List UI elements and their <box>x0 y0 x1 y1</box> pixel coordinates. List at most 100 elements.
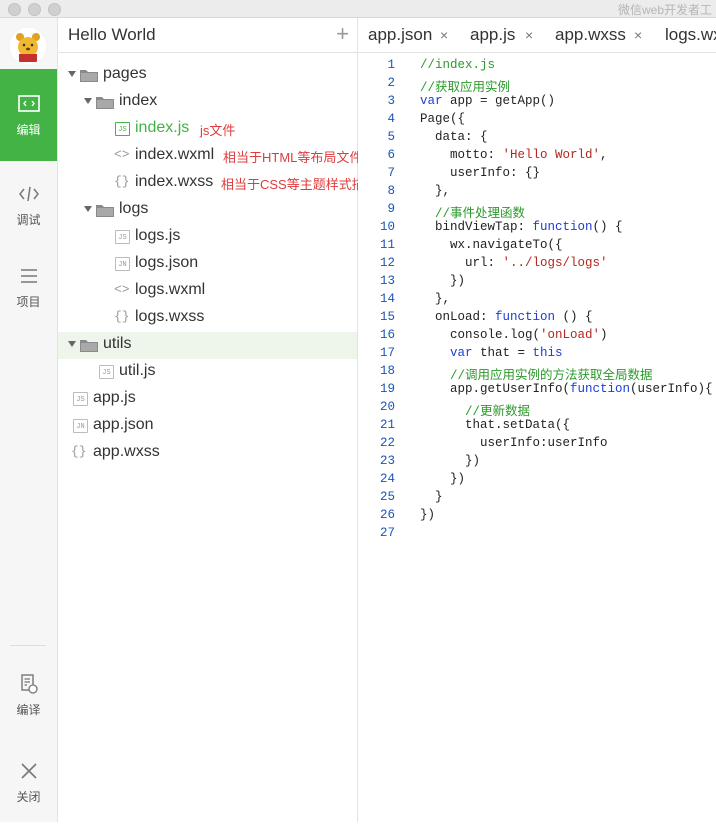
tab-app-js[interactable]: app.js <box>470 25 516 44</box>
code-text: }, <box>420 292 451 306</box>
line-number: 15 <box>379 310 395 324</box>
code-line[interactable]: 17 var that = this <box>358 346 716 364</box>
line-number: 4 <box>387 112 395 126</box>
code-line[interactable]: 20 //更新数据 <box>358 400 716 419</box>
code-line[interactable]: 5 data: { <box>358 130 716 148</box>
line-number: 11 <box>379 238 395 252</box>
tab-app-json[interactable]: app.json <box>368 25 433 44</box>
tab-logs-wxml[interactable]: logs.wx <box>665 25 716 44</box>
code-line[interactable]: 22 userInfo:userInfo <box>358 436 716 454</box>
close-tab-icon[interactable]: × <box>634 27 643 43</box>
tree-item-label: logs.wxml <box>135 281 206 298</box>
code-line[interactable]: 6 motto: 'Hello World', <box>358 148 716 166</box>
code-line[interactable]: 11 wx.navigateTo({ <box>358 238 716 256</box>
json-file-icon: JN <box>115 257 130 271</box>
line-number: 18 <box>379 364 395 378</box>
code-line[interactable]: 16 console.log('onLoad') <box>358 328 716 346</box>
zoom-window-button[interactable] <box>48 3 61 16</box>
tree-file-app-json[interactable]: JN app.json <box>58 413 357 440</box>
close-project-button[interactable]: 关闭 <box>0 738 57 830</box>
tree-file-index-wxss[interactable]: {} index.wxss <box>58 170 357 197</box>
tree-item-label: app.wxss <box>93 443 160 460</box>
code-line[interactable]: 4 Page({ <box>358 112 716 130</box>
code-text: var app = getApp() <box>420 94 556 108</box>
tree-file-app-js[interactable]: JS app.js <box>58 386 357 413</box>
code-line[interactable]: 18 //调用应用实例的方法获取全局数据 <box>358 364 716 383</box>
compile-button[interactable]: 编译 <box>0 655 57 747</box>
chevron-down-icon[interactable] <box>84 206 92 212</box>
code-line[interactable]: 13 }) <box>358 274 716 292</box>
tab-app-wxss[interactable]: app.wxss <box>555 25 626 44</box>
debug-tab-button[interactable]: 调试 <box>0 161 57 253</box>
edit-tab-label: 编辑 <box>16 123 41 137</box>
code-text: Page({ <box>420 112 466 126</box>
tree-file-logs-wxml[interactable]: <> logs.wxml <box>58 278 357 305</box>
tree-file-app-wxss[interactable]: {} app.wxss <box>58 440 357 467</box>
tree-item-label: pages <box>103 65 147 82</box>
menu-lines-icon <box>20 269 37 283</box>
code-line[interactable]: 15 onLoad: function () { <box>358 310 716 328</box>
project-tab-button[interactable]: 项目 <box>0 243 57 335</box>
line-number: 19 <box>379 382 395 396</box>
tree-file-logs-json[interactable]: JN logs.json <box>58 251 357 278</box>
js-file-icon: JS <box>115 122 130 136</box>
tree-file-index-js[interactable]: JS index.js <box>58 116 357 143</box>
code-line[interactable]: 24 }) <box>358 472 716 490</box>
edit-tab-button[interactable]: 编辑 <box>0 69 57 161</box>
code-line[interactable]: 19 app.getUserInfo(function(userInfo){ <box>358 382 716 400</box>
line-number: 14 <box>379 292 395 306</box>
code-line[interactable]: 21 that.setData({ <box>358 418 716 436</box>
line-number: 22 <box>379 436 395 450</box>
code-line[interactable]: 27 <box>358 526 716 544</box>
line-number: 6 <box>387 148 395 162</box>
chevron-down-icon[interactable] <box>84 98 92 104</box>
code-editor[interactable]: app.json × app.js × app.wxss × logs.wx 1… <box>358 18 716 822</box>
tree-item-label: utils <box>103 335 132 352</box>
editor-tabbar: app.json × app.js × app.wxss × logs.wx <box>358 18 716 53</box>
minimize-window-button[interactable] <box>28 3 41 16</box>
close-tab-icon[interactable]: × <box>440 27 449 43</box>
window-titlebar: 微信web开发者工 <box>0 0 716 18</box>
line-number: 17 <box>379 346 395 360</box>
code-line[interactable]: 26}) <box>358 508 716 526</box>
code-line[interactable]: 9 //事件处理函数 <box>358 202 716 221</box>
tree-item-label: logs <box>119 200 149 217</box>
avatar[interactable] <box>10 28 46 64</box>
style-file-icon: {} <box>71 444 87 459</box>
tree-folder-utils[interactable]: utils <box>58 332 357 359</box>
tree-file-logs-wxss[interactable]: {} logs.wxss <box>58 305 357 332</box>
code-line[interactable]: 14 }, <box>358 292 716 310</box>
code-text: }) <box>420 508 436 522</box>
close-tab-icon[interactable]: × <box>525 27 534 43</box>
code-line[interactable]: 25 } <box>358 490 716 508</box>
code-text: app.getUserInfo(function(userInfo){ <box>420 382 713 396</box>
js-file-icon: JS <box>99 365 114 379</box>
tree-folder-pages[interactable]: pages <box>58 62 357 89</box>
annotation-js: js文件 <box>200 123 236 138</box>
line-number: 12 <box>379 256 395 270</box>
code-line[interactable]: 7 userInfo: {} <box>358 166 716 184</box>
close-window-button[interactable] <box>8 3 21 16</box>
code-text: console.log('onLoad') <box>420 328 608 342</box>
tree-file-index-wxml[interactable]: <> index.wxml <box>58 143 357 170</box>
add-file-button[interactable]: + <box>336 21 349 46</box>
code-line[interactable]: 23 }) <box>358 454 716 472</box>
code-line[interactable]: 8 }, <box>358 184 716 202</box>
chevron-down-icon[interactable] <box>68 341 76 347</box>
tree-folder-logs[interactable]: logs <box>58 197 357 224</box>
code-line[interactable]: 10 bindViewTap: function() { <box>358 220 716 238</box>
code-line[interactable]: 1//index.js <box>358 58 716 76</box>
tree-file-util-js[interactable]: JS util.js <box>58 359 357 386</box>
tree-item-label: logs.json <box>135 254 199 271</box>
code-text: }) <box>420 454 481 468</box>
tree-file-logs-js[interactable]: JS logs.js <box>58 224 357 251</box>
line-number: 21 <box>379 418 395 432</box>
code-line[interactable]: 12 url: '../logs/logs' <box>358 256 716 274</box>
chevron-down-icon[interactable] <box>68 71 76 77</box>
line-number: 16 <box>379 328 395 342</box>
compile-icon <box>20 674 38 694</box>
code-line[interactable]: 2//获取应用实例 <box>358 76 716 95</box>
tree-folder-index[interactable]: index <box>58 89 357 116</box>
code-text: //事件处理函数 <box>420 207 526 221</box>
